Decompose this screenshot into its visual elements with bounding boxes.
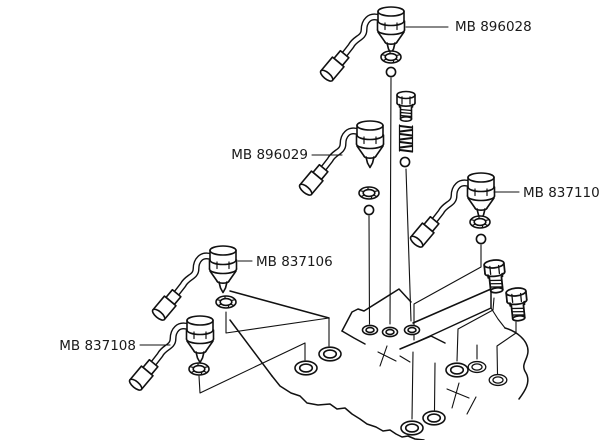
guide-line-mid-left-injector: [368, 215, 371, 325]
head-edge-mid-right: [399, 335, 446, 350]
overflow-plug: [396, 90, 416, 122]
o-ring-top: [385, 66, 397, 78]
injector-port-10: [400, 420, 424, 436]
head-surface-tick-marks-right: [446, 382, 477, 415]
o-ring-mid-left: [363, 204, 375, 216]
injector-port-6: [445, 362, 469, 378]
head-deck-lower-outline: [341, 330, 366, 345]
guide-line-bottom-left-injector: [198, 342, 306, 394]
part-label-mb896029: MB 896029: [231, 147, 308, 163]
gasket-bottom-left: [188, 362, 210, 376]
guide-lines-lower-ports: [411, 351, 436, 420]
head-deck-upper-outline: [341, 288, 412, 332]
o-ring-right: [475, 233, 487, 245]
gasket-top: [380, 50, 402, 64]
valve-spring: [398, 123, 414, 154]
plug-bolt-2: [504, 286, 530, 323]
injector-port-1: [294, 360, 318, 376]
part-label-mb837108: MB 837108: [59, 338, 136, 354]
part-label-mb896028: MB 896028: [455, 19, 532, 35]
o-ring-center: [399, 156, 411, 168]
head-edge-left-lower: [229, 319, 273, 377]
injector-ports: [294, 324, 508, 436]
gasket-center-left: [215, 295, 237, 309]
guide-line-plug-spring: [405, 168, 412, 322]
guide-line-right-injector: [413, 244, 482, 341]
injector-port-7: [467, 360, 487, 374]
part-label-mb837110: MB 837110: [523, 185, 600, 201]
assembly-guide-lines: [198, 77, 517, 420]
injector-port-8: [488, 373, 508, 387]
guide-line-top-injector: [389, 77, 392, 325]
head-broken-right-edge: [504, 327, 529, 400]
injector-port-3: [361, 324, 379, 336]
gasket-mid-left: [358, 186, 380, 200]
head-edge-link: [490, 307, 506, 329]
gasket-right: [469, 215, 491, 229]
part-label-mb837106: MB 837106: [256, 254, 333, 270]
plug-bolt-1: [482, 258, 508, 295]
guide-line-plug-bolt-1: [456, 297, 495, 362]
injector-assembly-mid-left: [298, 121, 384, 197]
injector-port-4: [381, 326, 399, 338]
injector-assembly-bottom-left: [128, 316, 214, 392]
injector-assembly-center-left: [151, 246, 237, 322]
injector-port-5: [403, 324, 421, 336]
part-labels: MB 896028 MB 896029 MB 837110 MB 837106 …: [59, 19, 600, 354]
head-broken-bottom-edge: [271, 375, 425, 440]
head-edge-right-pair: [412, 288, 492, 343]
head-surface-tick-marks: [377, 345, 411, 367]
injector-port-9: [422, 410, 446, 426]
head-edge-left-upper: [229, 290, 330, 319]
guide-line-center-left-injector: [225, 311, 330, 347]
injector-port-2: [318, 346, 342, 362]
guide-line-plug-bolt-2: [496, 321, 517, 375]
